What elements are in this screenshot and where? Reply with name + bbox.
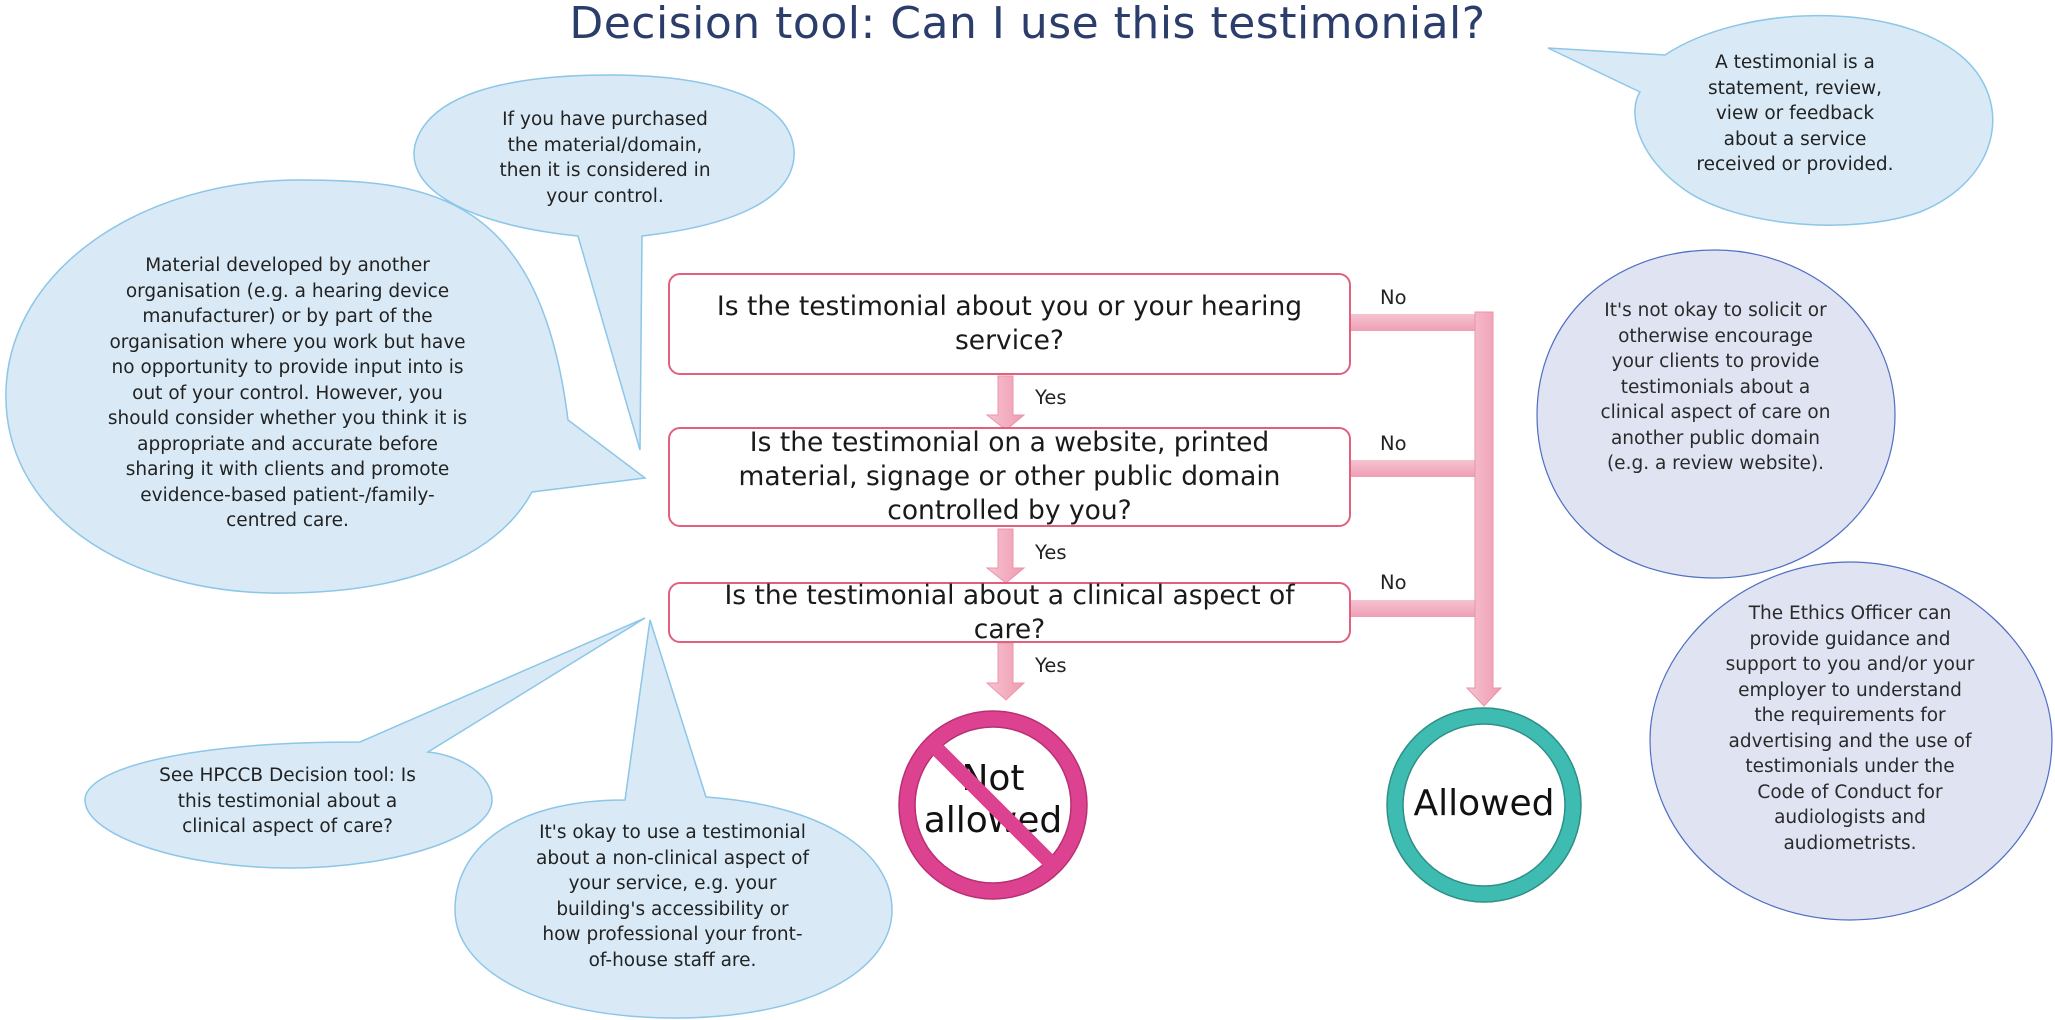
callout-material-developed: Material developed by another organisati… bbox=[107, 255, 468, 531]
callout-bubble-material bbox=[5, 179, 647, 594]
no-label-1: No bbox=[1380, 286, 1407, 309]
callout-bubble-solicit bbox=[1536, 249, 1896, 579]
no-trunk-arrow bbox=[1465, 311, 1503, 707]
question-box-1: Is the testimonial about you or your hea… bbox=[668, 273, 1351, 375]
callout-ethics-officer: The Ethics Officer can provide guidance … bbox=[1725, 603, 1975, 854]
callout-purchased-material: If you have purchased the material/domai… bbox=[499, 109, 711, 207]
callout-bubble-see-hpccb bbox=[84, 617, 646, 869]
callout-testimonial-definition: A testimonial is a statement, review, vi… bbox=[1696, 52, 1894, 175]
callout-bubble-non-clinical bbox=[454, 619, 893, 1019]
no-connector-2 bbox=[1350, 460, 1475, 477]
allowed-label: Allowed bbox=[1413, 783, 1555, 824]
no-label-2: No bbox=[1380, 432, 1407, 455]
allowed-icon bbox=[1386, 707, 1582, 903]
question-box-2: Is the testimonial on a website, printed… bbox=[668, 427, 1351, 527]
no-connector-1 bbox=[1350, 314, 1475, 331]
yes-arrow-1 bbox=[985, 375, 1026, 431]
yes-label-2: Yes bbox=[1035, 541, 1067, 564]
callout-non-clinical: It's okay to use a testimonial about a n… bbox=[535, 822, 809, 971]
question-box-3: Is the testimonial about a clinical aspe… bbox=[668, 580, 1351, 645]
callout-bubble-definition bbox=[1547, 14, 1994, 226]
yes-label-1: Yes bbox=[1035, 386, 1067, 409]
callout-see-hpccb: See HPCCB Decision tool: Is this testimo… bbox=[159, 765, 416, 837]
no-label-3: No bbox=[1380, 571, 1407, 594]
page-title: Decision tool: Can I use this testimonia… bbox=[569, 0, 1486, 49]
not-allowed-label: Not allowed bbox=[923, 758, 1063, 841]
yes-arrow-2 bbox=[985, 528, 1026, 584]
callout-bubble-purchased bbox=[413, 74, 795, 451]
no-connector-3 bbox=[1350, 600, 1475, 617]
yes-label-3: Yes bbox=[1035, 654, 1067, 677]
callout-solicit: It's not okay to solicit or otherwise en… bbox=[1600, 300, 1831, 474]
callout-bubble-ethics bbox=[1649, 561, 2053, 921]
yes-arrow-3 bbox=[985, 642, 1026, 701]
